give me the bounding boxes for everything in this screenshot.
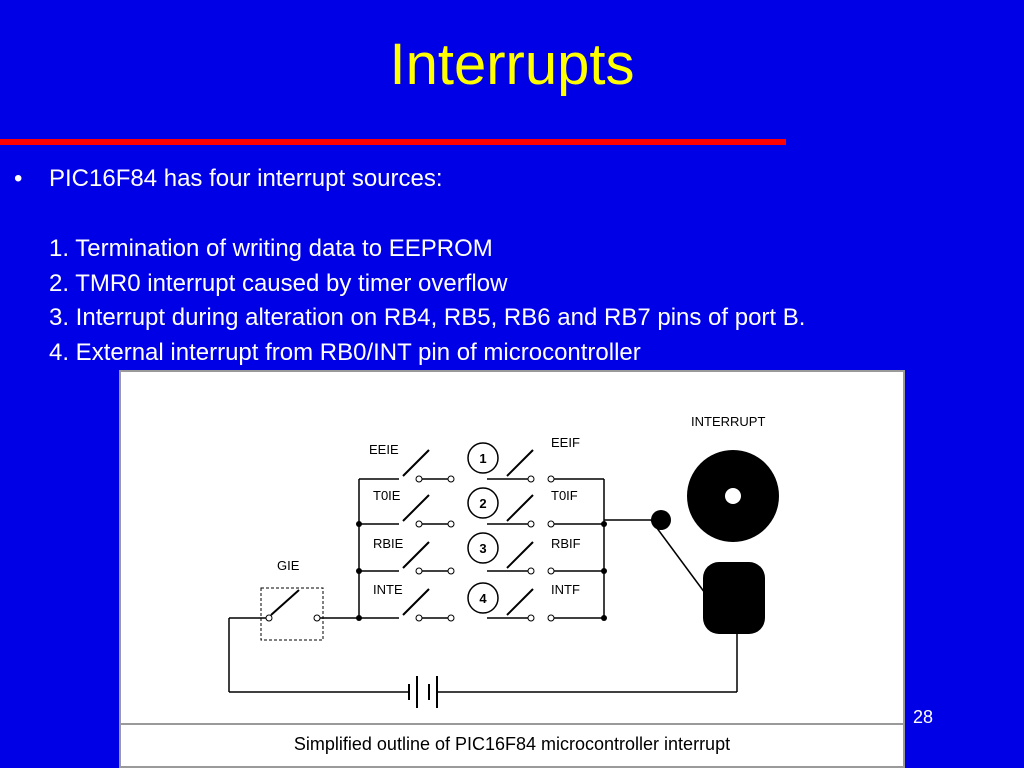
gie-box (260, 587, 324, 641)
list-item: 3. Interrupt during alteration on RB4, R… (49, 304, 806, 331)
diagram-caption: Simplified outline of PIC16F84 microcont… (293, 734, 731, 754)
list-item: 1. Termination of writing data to EEPROM (49, 235, 493, 262)
junction-dots (356, 521, 607, 621)
label-eeif: EEIF (551, 435, 580, 450)
label-t0ie: T0IE (373, 488, 401, 503)
source-2-circle (467, 487, 499, 519)
label-interrupt: INTERRUPT (691, 414, 765, 429)
switch-contacts (265, 475, 555, 622)
flag-switches (506, 449, 534, 616)
battery-icon (408, 676, 438, 708)
wires (228, 478, 738, 693)
label-eeie: EEIE (369, 442, 399, 457)
source-number: 3 (479, 541, 486, 556)
interrupt-sources: 1 2 3 4 (467, 442, 499, 614)
interrupt-source-list: 1. Termination of writing data to EEPROM… (49, 232, 805, 370)
label-rbif: RBIF (551, 536, 581, 551)
page-number: 28 (913, 707, 934, 727)
label-inte: INTE (373, 582, 403, 597)
gie-switch (270, 589, 300, 616)
list-item: 4. External interrupt from RB0/INT pin o… (49, 338, 641, 366)
bullet-text: PIC16F84 has four interrupt sources: (49, 165, 443, 192)
title-rule (0, 139, 786, 145)
source-3-circle (467, 532, 499, 564)
source-number: 1 (479, 451, 486, 466)
list-item: 2. TMR0 interrupt caused by timer overfl… (49, 269, 508, 297)
slide-title: Interrupts (389, 32, 635, 97)
source-number: 4 (479, 591, 487, 606)
bullet-dot: • (14, 165, 23, 192)
label-rbie: RBIE (373, 536, 404, 551)
circuit-schematic: 1 2 3 4 EEIE T0IE RBIE INTE EEIF T0IF RB… (121, 414, 903, 725)
bullet-item: • PIC16F84 has four interrupt sources: (14, 164, 443, 194)
label-intf: INTF (551, 582, 580, 597)
label-t0if: T0IF (551, 488, 578, 503)
bell-icon (651, 450, 779, 634)
source-number: 2 (479, 496, 486, 511)
label-gie: GIE (277, 558, 300, 573)
enable-switches (402, 449, 430, 616)
source-4-circle (467, 582, 499, 614)
source-1-circle (467, 442, 499, 474)
interrupt-diagram: 1 2 3 4 EEIE T0IE RBIE INTE EEIF T0IF RB… (119, 370, 905, 768)
